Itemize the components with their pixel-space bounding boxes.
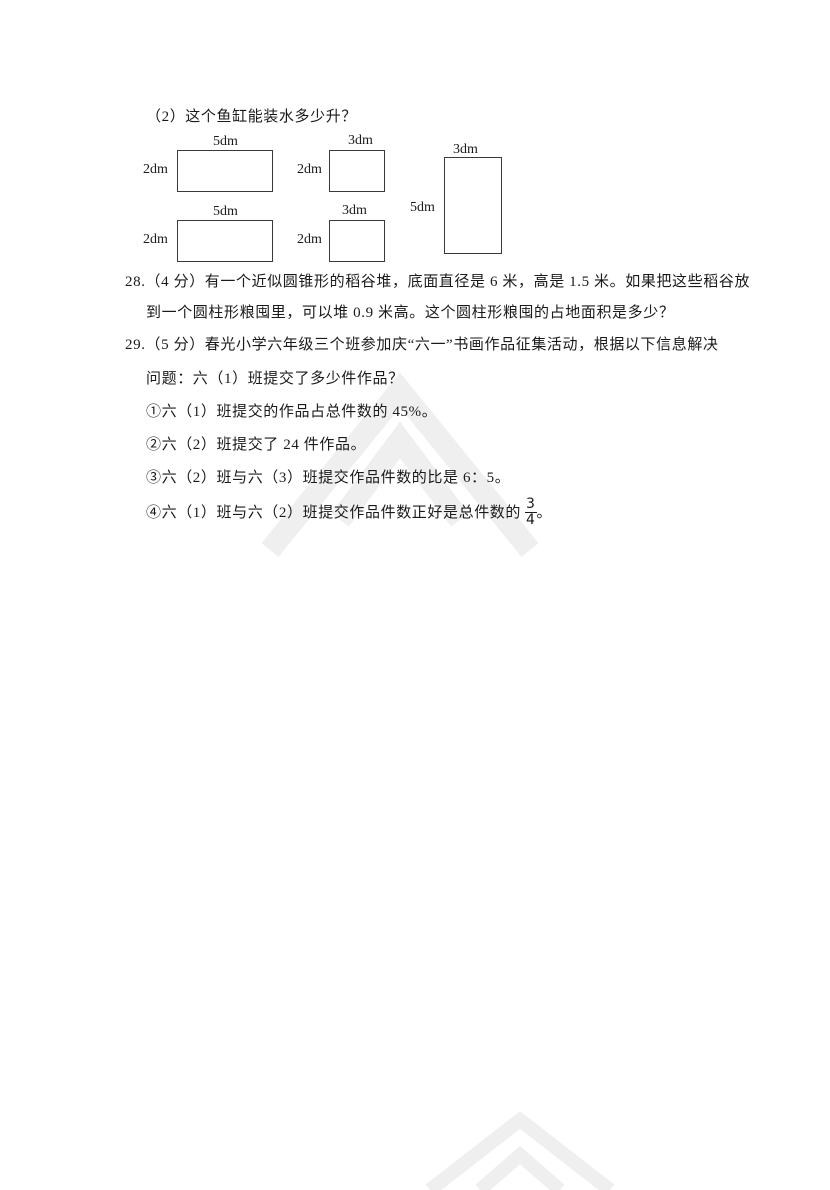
info-item-2: ②六（2）班提交了 24 件作品。 [146, 437, 367, 453]
height-label: 2dm [297, 232, 322, 247]
width-label: 3dm [453, 142, 478, 157]
rectangle-tall-face [444, 157, 502, 254]
watermark-icon [261, 372, 539, 557]
width-label: 5dm [213, 204, 238, 219]
width-label: 3dm [348, 133, 373, 148]
height-label: 5dm [410, 200, 435, 215]
question-28-line-2: 到一个圆柱形粮囤里，可以堆 0.9 米高。这个圆柱形粮囤的占地面积是多少？ [146, 305, 675, 321]
question-29-line-1: 29.（5 分）春光小学六年级三个班参加庆“六一”书画作品征集活动，根据以下信息… [125, 337, 719, 353]
fraction-denominator: 4 [526, 512, 536, 529]
subquestion-2-text: （2）这个鱼缸能装水多少升？ [146, 109, 357, 125]
watermark-icon [425, 1111, 615, 1190]
rectangle-front-bottom [177, 220, 273, 262]
rectangle-side-top [329, 150, 385, 192]
info-item-3: ③六（2）班与六（3）班提交作品件数的比是 6：5。 [146, 470, 511, 486]
info-item-4-text: ④六（1）班与六（2）班提交作品件数正好是总件数的 [146, 505, 522, 521]
height-label: 2dm [143, 162, 168, 177]
height-label: 2dm [143, 232, 168, 247]
question-28-line-1: 28.（4 分）有一个近似圆锥形的稻谷堆，底面直径是 6 米，高是 1.5 米。… [125, 274, 751, 290]
question-29-line-2: 问题：六（1）班提交了多少件作品？ [146, 371, 404, 387]
rectangle-side-bottom [329, 220, 385, 262]
width-label: 5dm [213, 134, 238, 149]
fraction-numerator: 3 [525, 496, 537, 514]
height-label: 2dm [297, 162, 322, 177]
fish-tank-diagram: 5dm 2dm 3dm 2dm 5dm 2dm 3dm 2dm 3dm 5dm [0, 0, 830, 280]
rectangle-front-top [177, 150, 273, 192]
info-item-4-suffix: 。 [536, 505, 553, 521]
info-item-1: ①六（1）班提交的作品占总件数的 45%。 [146, 404, 438, 420]
width-label: 3dm [342, 203, 367, 218]
